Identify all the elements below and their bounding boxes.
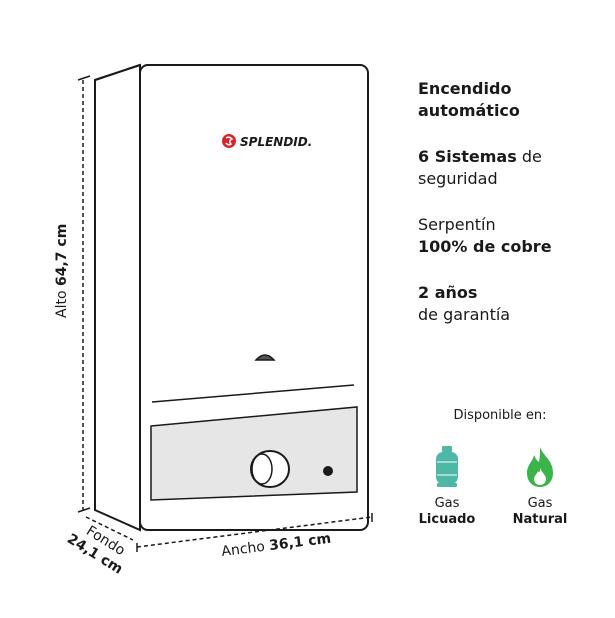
panel-divider: [151, 384, 355, 403]
gas-option-licuado: Gas Licuado: [412, 446, 482, 528]
gas-option-natural: Gas Natural: [503, 446, 577, 528]
depth-label: Fondo 24,1 cm: [64, 517, 134, 578]
control-knob: [250, 450, 290, 488]
depth-dimension-line: [85, 516, 134, 541]
logo-mark-icon: [222, 134, 236, 148]
width-label: Ancho 36,1 cm: [221, 531, 332, 560]
brand-name: SPLENDID.: [240, 135, 312, 149]
height-label: Alto 64,7 cm: [54, 224, 70, 318]
water-heater-illustration: SPLENDID. Alto 64,7 cm Ancho 36,1 cm Fon…: [54, 63, 373, 578]
heater-side-panel: [94, 63, 141, 532]
feature-warranty: 2 años de garantía: [418, 283, 511, 324]
features-list: Encendido automático 6 Sistemas de segur…: [418, 78, 608, 350]
flame-icon: [527, 447, 553, 487]
control-panel: [150, 406, 358, 501]
gas-natural-bottom: Natural: [512, 512, 568, 527]
feature-safety: 6 Sistemas de seguridad: [418, 147, 542, 188]
feature-coil: Serpentín 100% de cobre: [418, 215, 552, 256]
brand-logo: SPLENDID.: [222, 134, 312, 149]
gas-cylinder-icon: [436, 446, 458, 487]
feature-ignition: Encendido automático: [418, 79, 520, 120]
ignition-button: [323, 466, 333, 476]
width-dimension-line: [136, 516, 373, 548]
gas-licuado-bottom: Licuado: [418, 512, 476, 527]
gas-natural-top: Gas: [527, 496, 553, 511]
availability-title: Disponible en:: [453, 408, 547, 423]
pilot-window: [254, 354, 276, 361]
gas-licuado-top: Gas: [434, 496, 460, 511]
